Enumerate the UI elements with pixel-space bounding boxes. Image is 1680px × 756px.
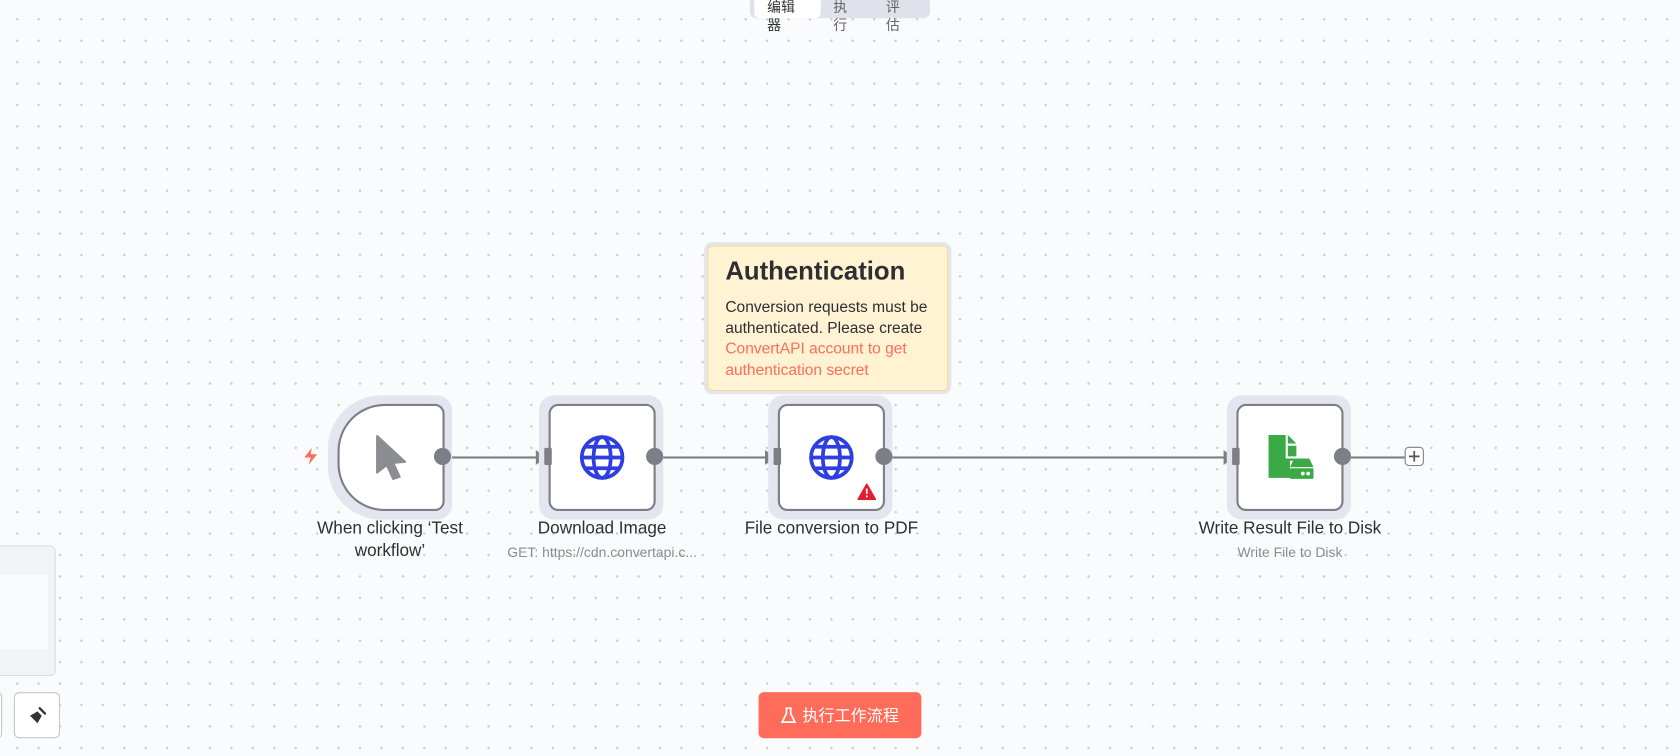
node-label: File conversion to PDF [744,519,919,538]
plus-icon [1408,451,1420,462]
broom-icon [29,706,46,723]
node-label: Download Image [537,519,667,538]
node-manual-trigger[interactable] [337,403,445,512]
connection[interactable] [443,456,543,459]
output-handle[interactable] [433,447,452,465]
add-node-button[interactable] [1404,446,1424,467]
output-handle[interactable] [875,447,893,465]
input-handle[interactable] [1232,447,1240,465]
tab-executions[interactable]: 执行 [833,0,848,34]
connection[interactable] [654,456,771,459]
cursor-icon [376,434,407,480]
node-subtitle: GET: https://cdn.convertapi.c... [507,544,697,561]
output-handle[interactable] [1333,447,1352,465]
globe-icon [809,435,854,480]
file-disk-icon [1268,434,1314,479]
note-title: Authentication [725,257,906,287]
node-write-file[interactable] [1236,403,1344,512]
view-tabs: 编辑器 执行 评估 [749,0,930,34]
node-download-image[interactable] [548,403,656,512]
node-label: When clicking ‘Test workflow’ [317,519,463,561]
node-subtitle: Write File to Disk [1237,544,1343,561]
output-handle[interactable] [646,447,664,465]
warning-icon[interactable] [857,483,877,501]
execute-label: 执行工作流程 [802,707,899,726]
tab-evaluation[interactable]: 评估 [885,0,900,34]
side-panel [0,545,56,677]
toolbar-button[interactable] [0,692,3,739]
tab-editor[interactable]: 编辑器 [754,0,821,33]
execute-workflow-button[interactable]: 执行工作流程 [758,692,922,739]
lightning-icon [304,447,318,465]
sticky-note[interactable]: Authentication Conversion requests must … [703,242,952,395]
note-link[interactable]: ConvertAPI account to get authentication… [725,340,907,379]
connection [1342,456,1405,459]
input-handle[interactable] [544,447,552,465]
flask-icon [781,706,797,723]
clear-button[interactable] [13,692,60,739]
globe-icon [579,435,625,480]
connection[interactable] [883,456,1225,459]
note-text: Conversion requests must be authenticate… [725,298,928,337]
input-handle[interactable] [773,447,782,465]
node-label: Write Result File to Disk [1198,519,1382,538]
